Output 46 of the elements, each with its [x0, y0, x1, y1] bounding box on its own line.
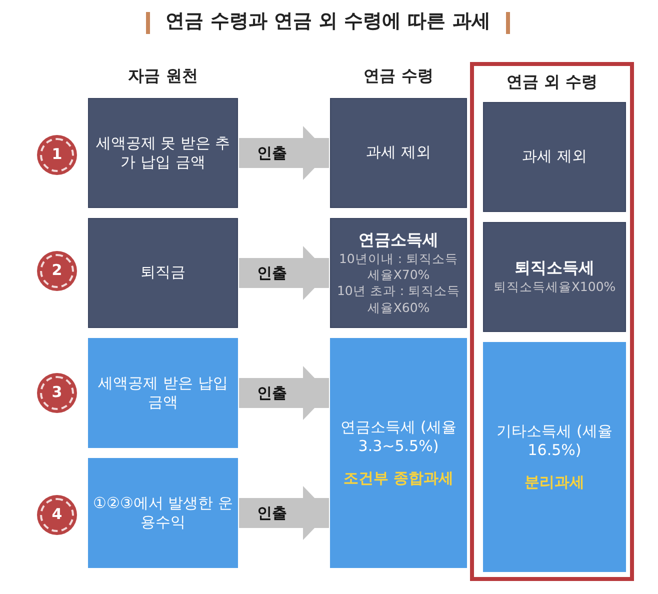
- column-heading: 연금 외 수령: [506, 72, 598, 93]
- edge-label: 인출: [256, 143, 288, 164]
- source-box: [88, 218, 238, 328]
- edge-label: 인출: [256, 383, 288, 404]
- step-circle: [40, 138, 74, 172]
- tax-heading: 퇴직소득세: [514, 258, 594, 280]
- step-circle: [40, 254, 74, 288]
- box-text: 세액공제 받은 납입금액: [97, 374, 229, 412]
- box-text: 연금소득세 (세율 3.3~5.5%): [340, 418, 458, 457]
- source-box: [88, 458, 238, 568]
- step-number: 2: [52, 261, 62, 281]
- box-text: ①②③에서 발생한 운용수익: [92, 494, 234, 532]
- box-text: 과세 제외: [366, 143, 431, 163]
- box-text: 세액공제 못 받은 추가 납입 금액: [94, 134, 232, 172]
- diagram-title: 연금 수령과 연금 외 수령에 따른 과세: [164, 9, 492, 34]
- step-number: 3: [52, 383, 62, 403]
- column-heading: 자금 원천: [127, 66, 199, 87]
- step-circle: [40, 376, 74, 410]
- box-text: 과세 제외: [522, 147, 587, 167]
- arrow: [239, 126, 329, 180]
- tax-rate-note: 10년이내 : 퇴직소득세율X70%: [338, 250, 460, 284]
- tax-box: [330, 98, 467, 208]
- box-text: 퇴직금: [140, 263, 186, 283]
- tax-box: [330, 218, 467, 328]
- tax-box: [330, 338, 467, 568]
- tax-rate-note: 10년 초과 : 퇴직소득세율X60%: [336, 283, 462, 316]
- highlight-frame: [470, 62, 634, 581]
- box-text: 기타소득세 (세율 16.5%): [496, 422, 614, 461]
- step-number: 4: [52, 505, 62, 525]
- edge-label: 인출: [256, 503, 288, 524]
- arrow: [239, 486, 329, 540]
- tax-heading: 연금소득세: [358, 230, 438, 251]
- arrow: [239, 246, 329, 300]
- step-circle: [40, 498, 74, 532]
- edge-label: 인출: [256, 263, 288, 284]
- tax-box: [483, 342, 626, 572]
- source-box: [88, 98, 238, 208]
- tax-box: [483, 102, 626, 212]
- step-number: 1: [52, 145, 62, 165]
- tax-method: 분리과세: [524, 472, 584, 492]
- source-box: [88, 338, 238, 448]
- column-heading: 연금 수령: [362, 66, 434, 87]
- tax-box: [483, 222, 626, 332]
- tax-method: 조건부 종합과세: [343, 468, 454, 488]
- arrow: [239, 366, 329, 420]
- tax-rate-note: 퇴직소득세율X100%: [493, 279, 616, 296]
